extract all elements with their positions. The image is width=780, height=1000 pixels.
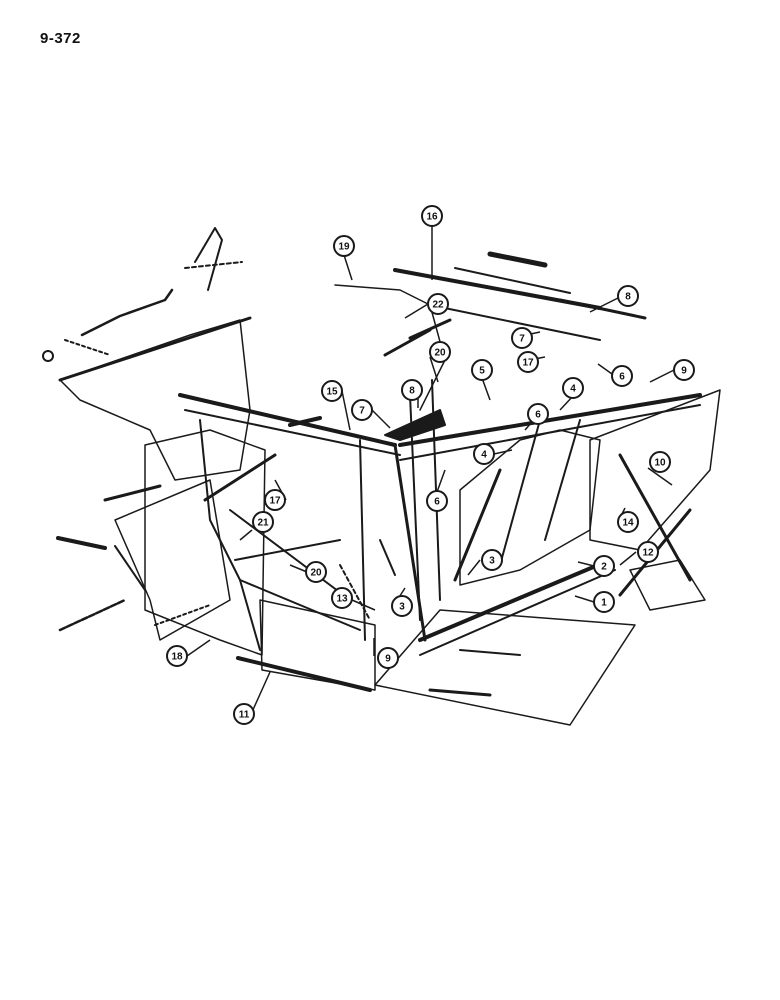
callout-number: 21 (257, 518, 269, 529)
callout-number: 15 (326, 387, 338, 398)
callout-14: 14 (617, 511, 639, 533)
callout-number: 11 (239, 710, 250, 721)
callout-number: 4 (570, 384, 576, 395)
callout-18: 18 (166, 645, 188, 667)
callout-20: 20 (305, 561, 327, 583)
callout-2: 2 (593, 555, 615, 577)
callout-number: 6 (434, 497, 440, 508)
callout-number: 20 (434, 348, 446, 359)
callout-number: 9 (681, 366, 687, 377)
page-number: 9-372 (40, 30, 81, 47)
callout-number: 14 (622, 518, 634, 529)
callout-3: 3 (481, 549, 503, 571)
callout-number: 6 (619, 372, 625, 383)
callout-number: 1 (601, 598, 607, 609)
callout-number: 8 (625, 292, 631, 303)
callout-7: 7 (351, 399, 373, 421)
callout-21: 21 (252, 511, 274, 533)
callout-6: 6 (611, 365, 633, 387)
callout-number: 9 (385, 654, 391, 665)
callout-5: 5 (471, 359, 493, 381)
callout-number: 16 (426, 212, 438, 223)
callout-11: 11 (233, 703, 255, 725)
callout-8: 8 (401, 379, 423, 401)
callout-number: 20 (310, 568, 322, 579)
callout-number: 7 (519, 334, 525, 345)
callout-8: 8 (617, 285, 639, 307)
callout-9: 9 (673, 359, 695, 381)
callout-6: 6 (426, 490, 448, 512)
frame-linework (42, 227, 721, 726)
callout-10: 10 (649, 451, 671, 473)
callout-number: 12 (642, 548, 654, 559)
callout-16: 16 (421, 205, 443, 227)
callout-4: 4 (473, 443, 495, 465)
callout-number: 17 (522, 358, 534, 369)
callout-17: 17 (264, 489, 286, 511)
callout-1: 1 (593, 591, 615, 613)
callout-20: 20 (429, 341, 451, 363)
callout-22: 22 (427, 293, 449, 315)
callout-number: 2 (601, 562, 607, 573)
callout-number: 8 (409, 386, 415, 397)
callout-4: 4 (562, 377, 584, 399)
callout-17: 17 (517, 351, 539, 373)
callout-number: 4 (481, 450, 487, 461)
callout-15: 15 (321, 380, 343, 402)
callout-number: 7 (359, 406, 365, 417)
callout-9: 9 (377, 647, 399, 669)
callout-number: 6 (535, 410, 541, 421)
callout-number: 17 (269, 496, 281, 507)
callout-number: 3 (399, 602, 405, 613)
callout-number: 19 (338, 242, 350, 253)
callout-12: 12 (637, 541, 659, 563)
callout-7: 7 (511, 327, 533, 349)
callout-3: 3 (391, 595, 413, 617)
callout-number: 18 (171, 652, 183, 663)
callout-6: 6 (527, 403, 549, 425)
callout-number: 10 (654, 458, 666, 469)
callout-number: 5 (479, 366, 485, 377)
callout-13: 13 (331, 587, 353, 609)
callout-number: 3 (489, 556, 495, 567)
callout-19: 19 (333, 235, 355, 257)
callout-number: 13 (336, 594, 348, 605)
callout-number: 22 (432, 300, 444, 311)
